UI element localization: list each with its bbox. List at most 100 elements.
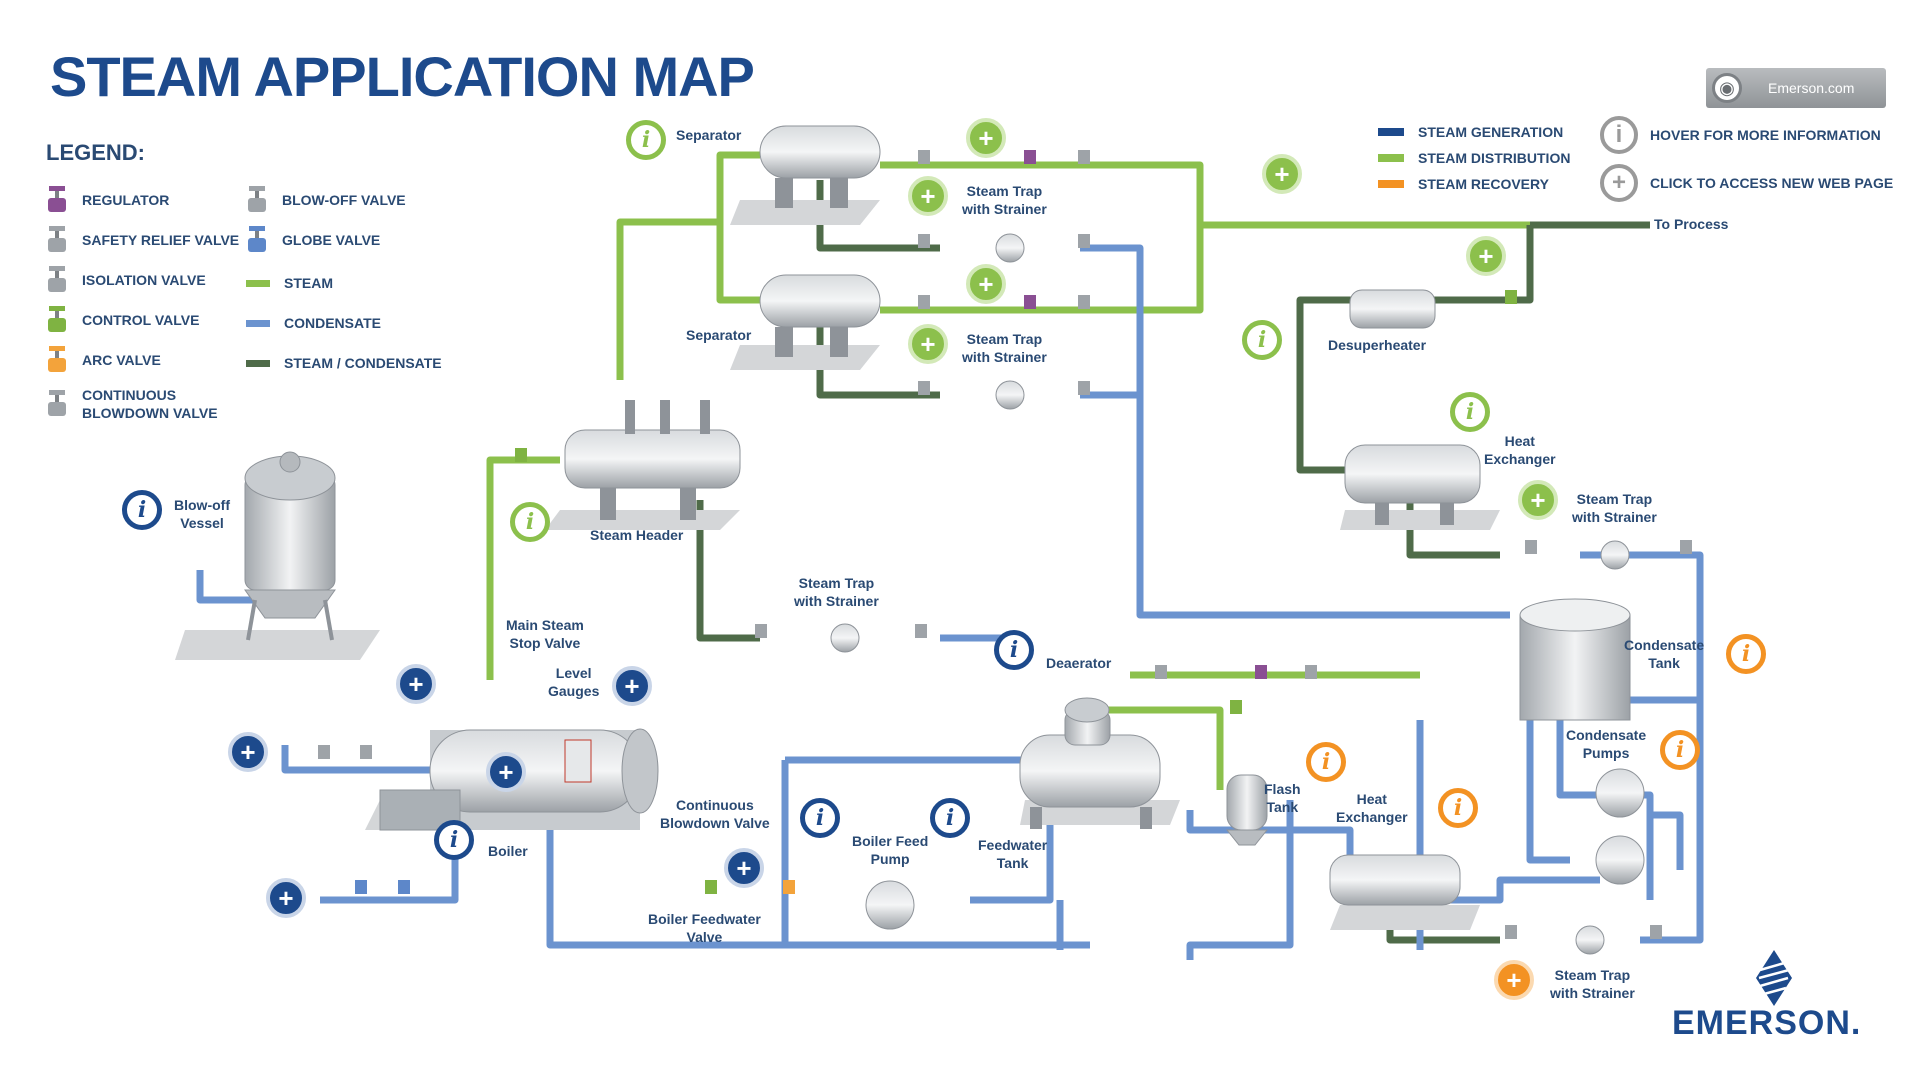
info-icon-boiler[interactable]: i (434, 820, 474, 860)
hover-key: i HOVER FOR MORE INFORMATION (1600, 116, 1881, 154)
label-trap-right: Steam Trap with Strainer (1572, 491, 1657, 525)
safety-relief-valve-icon (48, 226, 66, 252)
label-steam-header: Steam Header (590, 527, 684, 543)
plus-icon-blowoff-valve[interactable]: + (228, 732, 268, 772)
label-trap-top2: Steam Trap with Strainer (962, 331, 1047, 365)
blow-off-valve-icon (248, 186, 266, 212)
plus-icon-feedwater-valve[interactable]: + (724, 848, 764, 888)
info-icon-feedwater-tank[interactable]: i (930, 798, 970, 838)
legend-item-label: GLOBE VALVE (282, 232, 381, 248)
regulator-icon (48, 186, 66, 212)
page-title: STEAM APPLICATION MAP (50, 45, 755, 108)
info-icon: i (1600, 116, 1638, 154)
legend-item: SAFETY RELIEF VALVE (46, 226, 239, 254)
info-icon-condensate-pumps[interactable]: i (1660, 730, 1700, 770)
label-hx-top: Heat Exchanger (1484, 433, 1556, 467)
legend-item-label: REGULATOR (82, 192, 170, 208)
legend-item: BLOW-OFF VALVE (246, 186, 406, 214)
continuous-blowdown-valve-icon (48, 390, 66, 416)
isolation-valve-icon (48, 266, 66, 292)
label-boiler-feed-pump: Boiler Feed Pump (852, 833, 929, 867)
plus-icon-globe-valves[interactable]: + (266, 878, 306, 918)
emerson-link-label: Emerson.com (1768, 80, 1855, 96)
arc-valve-icon (48, 346, 66, 372)
label-deaerator: Deaerator (1046, 655, 1112, 671)
hover-key-label: HOVER FOR MORE INFORMATION (1650, 127, 1881, 143)
label-desuperheater: Desuperheater (1328, 337, 1427, 353)
flow-key-label: STEAM DISTRIBUTION (1418, 150, 1571, 166)
label-condensate-tank: Condensate Tank (1624, 637, 1705, 671)
legend-line-label: STEAM / CONDENSATE (284, 355, 442, 371)
plus-icon: + (1600, 164, 1638, 202)
label-trap-bottom: Steam Trap with Strainer (1550, 967, 1635, 1001)
flow-key-item: STEAM GENERATION (1378, 124, 1563, 140)
legend-line-item: CONDENSATE (246, 314, 381, 332)
legend-item: ARC VALVE (46, 346, 161, 374)
legend-item-label: CONTROL VALVE (82, 312, 200, 328)
label-level-gauges: Level Gauges (548, 665, 600, 699)
condensate-pipes (196, 244, 1704, 960)
info-icon-deaerator[interactable]: i (994, 630, 1034, 670)
info-icon-flash-tank[interactable]: i (1306, 742, 1346, 782)
plus-icon-regulator-bottom[interactable]: + (966, 264, 1006, 304)
plus-icon-boiler[interactable]: + (486, 752, 526, 792)
plus-icon-trap-top2[interactable]: + (908, 324, 948, 364)
legend-item: CONTROL VALVE (46, 306, 199, 334)
label-main-steam-stop: Main Steam Stop Valve (506, 617, 584, 651)
plus-icon-trap-right[interactable]: + (1518, 480, 1558, 520)
control-valve-icon (48, 306, 66, 332)
legend-item: CONTINUOUS BLOWDOWN VALVE (46, 386, 218, 422)
click-key: + CLICK TO ACCESS NEW WEB PAGE (1600, 164, 1893, 202)
plus-icon-trap-top1[interactable]: + (908, 176, 948, 216)
flow-key-label: STEAM RECOVERY (1418, 176, 1549, 192)
info-icon-separator-top[interactable]: i (626, 120, 666, 160)
legend-item: GLOBE VALVE (246, 226, 380, 254)
label-continuous-blowdown: Continuous Blowdown Valve (660, 797, 770, 831)
info-icon-steam-header[interactable]: i (510, 502, 550, 542)
legend-line-label: CONDENSATE (284, 315, 381, 331)
legend-item: REGULATOR (46, 186, 169, 214)
plus-icon-control-valve[interactable]: + (1466, 236, 1506, 276)
legend-line-item: STEAM / CONDENSATE (246, 354, 442, 372)
flow-swatch (1378, 180, 1404, 188)
legend-item: ISOLATION VALVE (46, 266, 206, 294)
click-key-label: CLICK TO ACCESS NEW WEB PAGE (1650, 175, 1894, 191)
flow-key-item: STEAM RECOVERY (1378, 176, 1549, 192)
steam-pipes (486, 151, 1530, 790)
flow-swatch (1378, 154, 1404, 162)
info-icon-hx-bottom[interactable]: i (1438, 788, 1478, 828)
plus-icon-trap-bottom[interactable]: + (1494, 960, 1534, 1000)
legend-title: LEGEND: (46, 140, 145, 165)
line-swatch (246, 279, 270, 287)
legend-line-item: STEAM (246, 274, 333, 292)
flow-key-item: STEAM DISTRIBUTION (1378, 150, 1570, 166)
info-icon-desuperheater[interactable]: i (1242, 320, 1282, 360)
label-to-process: To Process (1654, 216, 1729, 232)
label-boiler-feedwater-valve: Boiler Feedwater Valve (648, 911, 761, 945)
label-separator-top: Separator (676, 127, 742, 143)
info-icon-hx-top[interactable]: i (1450, 392, 1490, 432)
legend-item-label: ISOLATION VALVE (82, 272, 206, 288)
legend-item-label: BLOW-OFF VALVE (282, 192, 406, 208)
plus-icon-regulator-top[interactable]: + (966, 118, 1006, 158)
info-icon-blowoff-vessel[interactable]: i (122, 490, 162, 530)
plus-icon-main-steam-stop[interactable]: + (396, 664, 436, 704)
plus-icon-relief[interactable]: + (1262, 154, 1302, 194)
line-swatch (246, 359, 270, 367)
equipment (175, 125, 1692, 955)
label-trap-mid: Steam Trap with Strainer (794, 575, 879, 609)
info-icon-boiler-feed-pump[interactable]: i (800, 798, 840, 838)
info-icon-condensate-tank[interactable]: i (1726, 634, 1766, 674)
label-separator-bottom: Separator (686, 327, 752, 343)
label-condensate-pumps: Condensate Pumps (1566, 727, 1647, 761)
line-swatch (246, 319, 270, 327)
label-blowoff-vessel: Blow-off Vessel (174, 497, 230, 531)
emerson-logo-icon (1756, 950, 1792, 1006)
emerson-link[interactable]: ◉ Emerson.com (1706, 68, 1886, 108)
label-boiler: Boiler (488, 843, 528, 859)
plus-icon-level-gauges[interactable]: + (612, 666, 652, 706)
label-feedwater-tank: Feedwater Tank (978, 837, 1048, 871)
flow-swatch (1378, 128, 1404, 136)
